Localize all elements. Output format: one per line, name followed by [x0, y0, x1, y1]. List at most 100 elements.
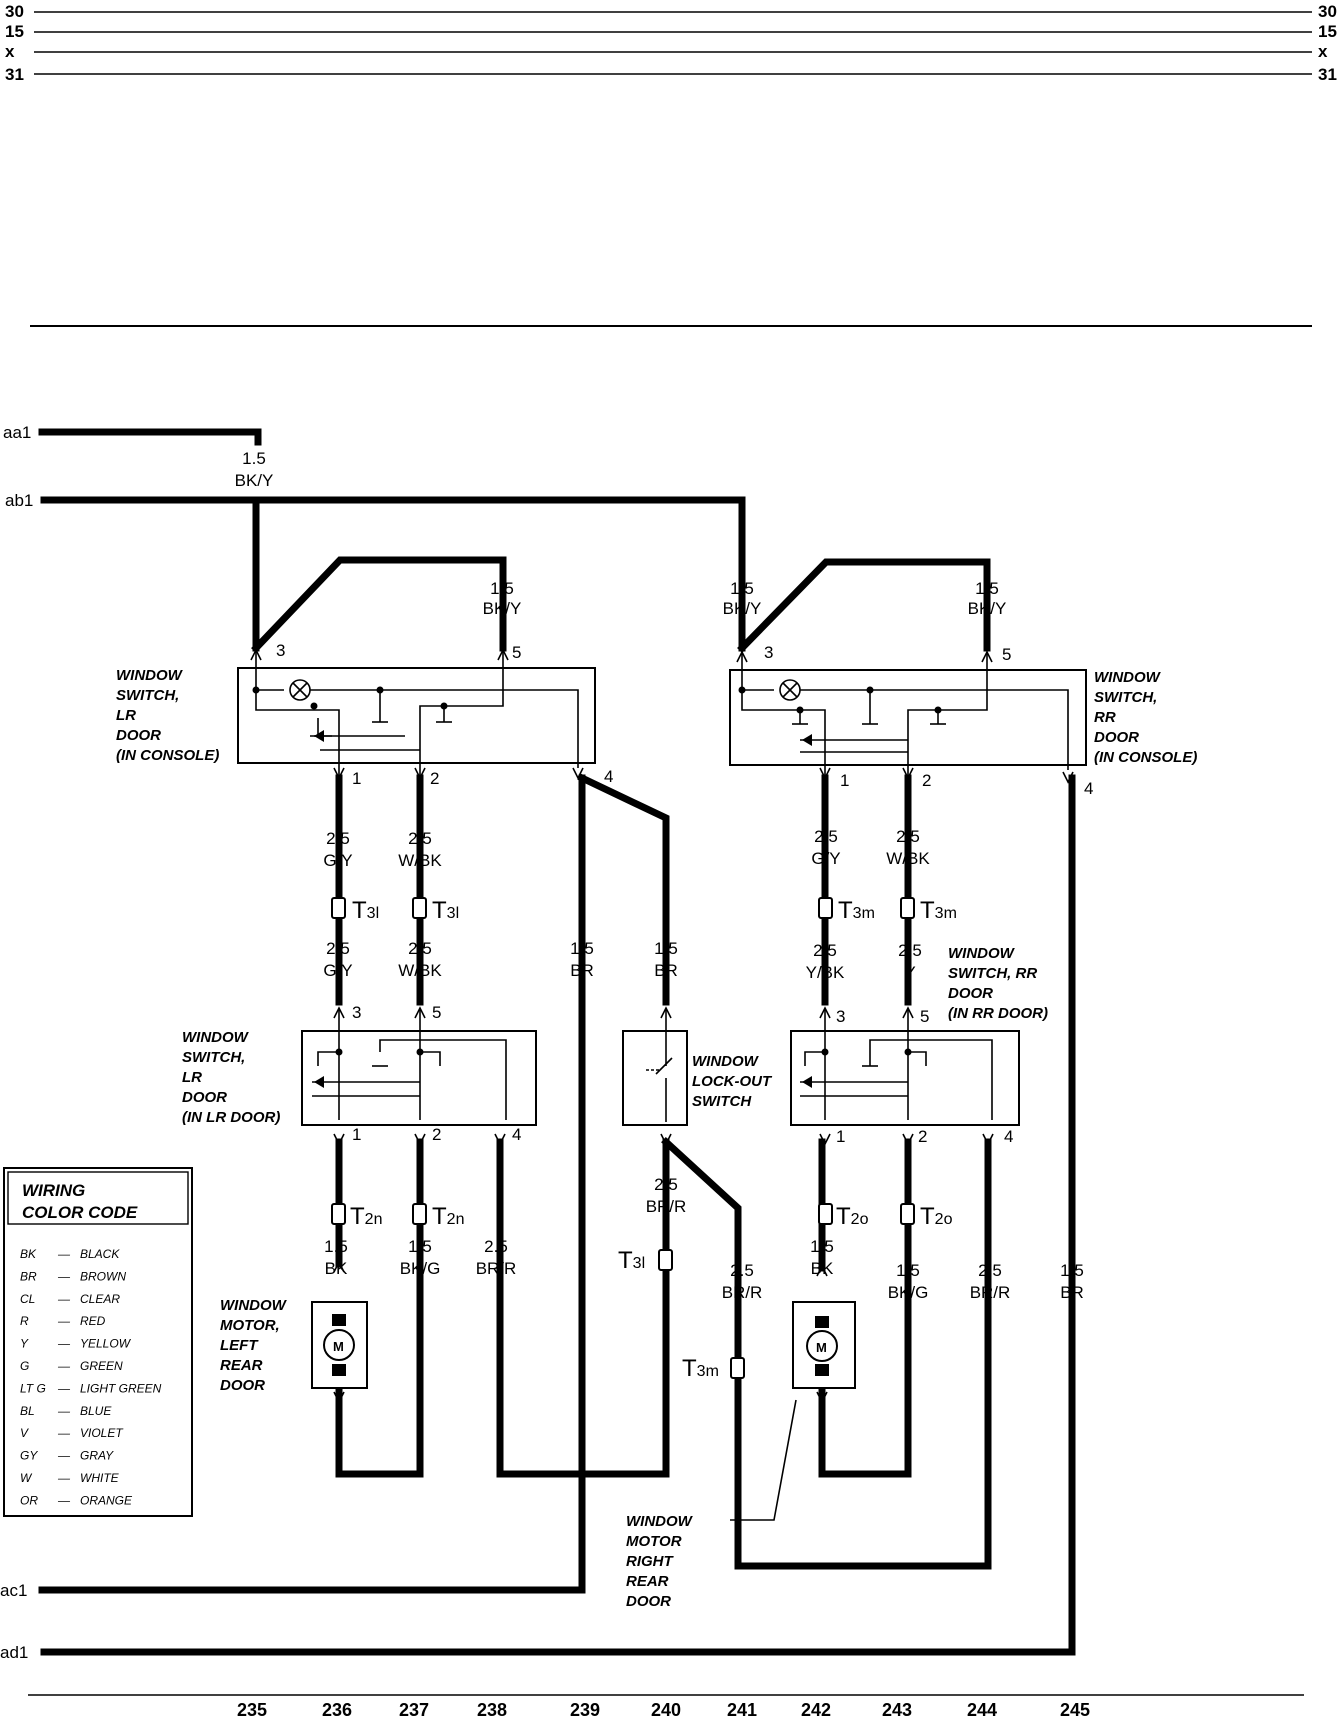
component-name: SWITCH, [1094, 689, 1157, 706]
legend-dash: — [57, 1269, 71, 1283]
motor-symbol: M [816, 1340, 827, 1355]
connector-label: T3l [432, 897, 459, 924]
legend-code: GY [20, 1449, 38, 1463]
internal-trace [255, 690, 340, 778]
arrow-up-icon [250, 648, 262, 661]
legend-code: CL [20, 1292, 35, 1306]
wire-ad1 [40, 774, 1076, 1656]
motor-icon [323, 1329, 355, 1361]
wire-color: BR [654, 961, 678, 980]
motor-brush-icon [815, 1316, 829, 1328]
pin-number: 2 [432, 1125, 441, 1144]
bus-label-left: 31 [5, 65, 24, 84]
wire-color: Y [904, 963, 915, 982]
wire-color: BR/R [646, 1197, 687, 1216]
legend-color-name: VIOLET [80, 1426, 124, 1440]
wire-size: 1.5 [730, 579, 754, 598]
arrow-down-icon [902, 767, 914, 780]
legend-color-name: GREEN [80, 1359, 123, 1373]
arrow-down-icon [982, 1133, 994, 1146]
input-label: aa1 [3, 423, 31, 442]
legend-color-name: CLEAR [80, 1292, 120, 1306]
wire-size: 2.5 [654, 1175, 678, 1194]
connector-labels: T3l T3l T3m T3m T2n T2n T2o T2o T3l T3m [350, 897, 957, 1382]
wire-color: BK [811, 1259, 834, 1278]
pin-number: 2 [922, 771, 931, 790]
window-switch-lr-door [301, 1030, 537, 1126]
pin-number: 4 [512, 1125, 521, 1144]
junction-dot [252, 686, 260, 694]
wire-color: W/BK [398, 961, 442, 980]
arrow-down-icon [333, 767, 345, 780]
arrow-up-icon [333, 1006, 345, 1019]
wire-ac1 [38, 774, 586, 1594]
legend-color-name: GRAY [80, 1449, 114, 1463]
wire-size: 2.5 [408, 829, 432, 848]
legend-dash: — [57, 1471, 71, 1485]
wire-lr-motor-b [335, 1138, 424, 1478]
wire-aa1 [38, 428, 262, 446]
wire-lr-pin5 [251, 556, 507, 653]
bus-label-left: 30 [5, 2, 24, 21]
arrow-down-icon [494, 1133, 506, 1146]
wire-color: BK/Y [968, 599, 1007, 618]
bus-label-right: 31 [1318, 65, 1337, 84]
connector-label: T2o [920, 1203, 953, 1230]
legend-title: COLOR CODE [22, 1203, 138, 1222]
legend-color-name: WHITE [80, 1471, 120, 1485]
junction-dot [376, 686, 384, 694]
internal-trace [419, 650, 504, 778]
junction-dot [934, 706, 942, 714]
legend-title: WIRING [22, 1181, 85, 1200]
connector-label: T2n [432, 1203, 464, 1230]
legend-dash: — [57, 1404, 71, 1418]
grid-number: 244 [967, 1700, 997, 1720]
pin-number: 1 [352, 769, 361, 788]
wires [38, 428, 1076, 1656]
arrow-down-icon [816, 1391, 828, 1404]
component-name: RR [1094, 709, 1116, 726]
component-name: WINDOW [626, 1513, 694, 1530]
component-name: SWITCH, RR [948, 965, 1037, 982]
component-name: MOTOR [626, 1533, 682, 1550]
legend-dash: — [57, 1314, 71, 1328]
arrow-up-icon [816, 1264, 828, 1277]
bus-label-right: 15 [1318, 22, 1337, 41]
internal-trace [908, 1051, 927, 1066]
wire-size: 1.5 [242, 449, 266, 468]
junction-dot [738, 686, 746, 694]
arrow-down-icon [819, 767, 831, 780]
component-name: WINDOW [948, 945, 1016, 962]
lamp-icon [292, 682, 308, 698]
wire-size: 2.5 [408, 939, 432, 958]
wire-size: 2.5 [814, 827, 838, 846]
lockout-contact-icon [655, 1057, 673, 1075]
legend-code: Y [20, 1337, 29, 1351]
wire-labels: 1.5 BK/Y 1.5 BK/Y 1.5 BK/Y 1.5 BK/Y 2.5 … [235, 449, 1084, 1302]
component-name: (IN CONSOLE) [116, 747, 219, 764]
wire-size: 1.5 [570, 939, 594, 958]
pin-number: 5 [512, 643, 521, 662]
component-name: WINDOW [220, 1297, 288, 1314]
internal-trace [379, 1039, 507, 1120]
internal-trace [869, 1039, 993, 1120]
terminal-arrows [250, 648, 1074, 1404]
component-name: DOOR [948, 985, 993, 1002]
pin-number: 4 [1084, 779, 1093, 798]
wire-color: BK/G [888, 1283, 929, 1302]
connector-icon [412, 897, 427, 919]
connector-icon [331, 1203, 346, 1225]
legend-code: BK [20, 1247, 37, 1261]
legend-color-name: RED [80, 1314, 106, 1328]
component-name: (IN CONSOLE) [1094, 749, 1197, 766]
legend-code: G [20, 1359, 29, 1373]
connector-label: T2n [350, 1203, 382, 1230]
connector-label: T3m [838, 897, 875, 924]
component-name: (IN RR DOOR) [948, 1005, 1048, 1022]
wire-color: BK/Y [235, 471, 274, 490]
legend-code: BL [20, 1404, 35, 1418]
legend-box [3, 1167, 193, 1517]
arrow-up-icon [414, 1006, 426, 1019]
wire-color: G/Y [811, 849, 840, 868]
wire-rr-pin5 [737, 558, 991, 653]
